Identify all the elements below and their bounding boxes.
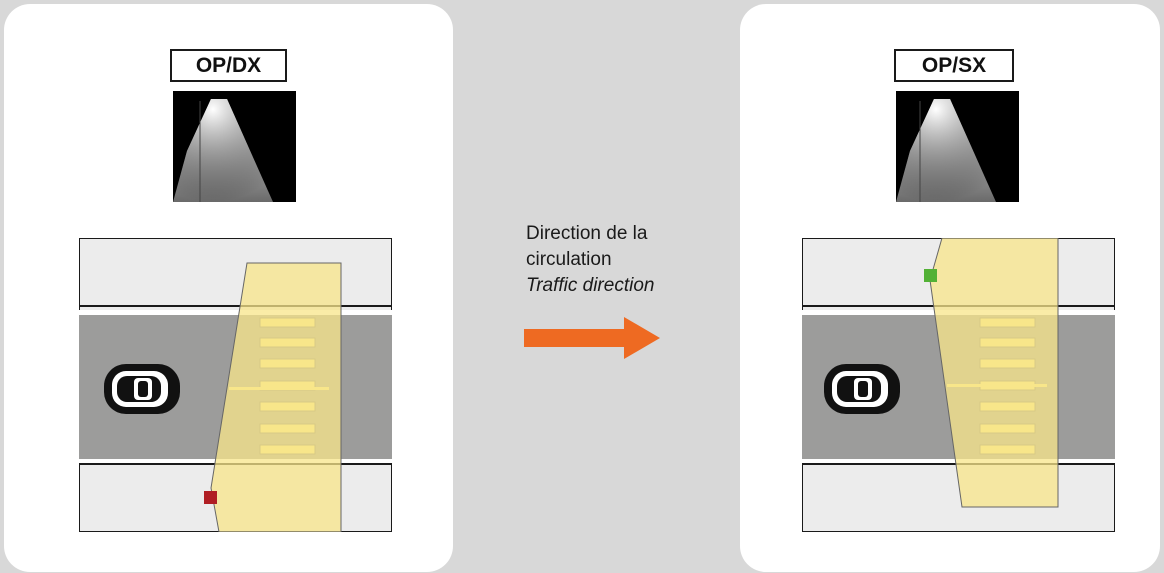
caption-line-fr-1: Direction de la xyxy=(526,223,648,244)
luminaire-marker xyxy=(924,269,937,282)
light-cone xyxy=(210,262,342,532)
car-icon xyxy=(824,364,900,414)
crossing-scene-op-dx xyxy=(79,238,392,532)
caption-line-fr-2: circulation xyxy=(526,249,612,270)
panel-label-op-dx: OP/DX xyxy=(170,49,287,82)
luminaire-marker xyxy=(204,491,217,504)
panel-op-dx: OP/DX xyxy=(4,4,453,572)
light-preview-op-sx xyxy=(896,91,1019,202)
car-icon xyxy=(104,364,180,414)
panel-op-sx: OP/SX xyxy=(740,4,1160,572)
caption-line-en: Traffic direction xyxy=(526,275,655,296)
light-preview-op-dx xyxy=(173,91,296,202)
arrow-right-icon xyxy=(524,317,660,359)
crossing-scene-op-sx xyxy=(802,238,1115,532)
traffic-direction-caption: Direction de la circulation Traffic dire… xyxy=(526,221,726,299)
panel-label-op-sx: OP/SX xyxy=(894,49,1014,82)
